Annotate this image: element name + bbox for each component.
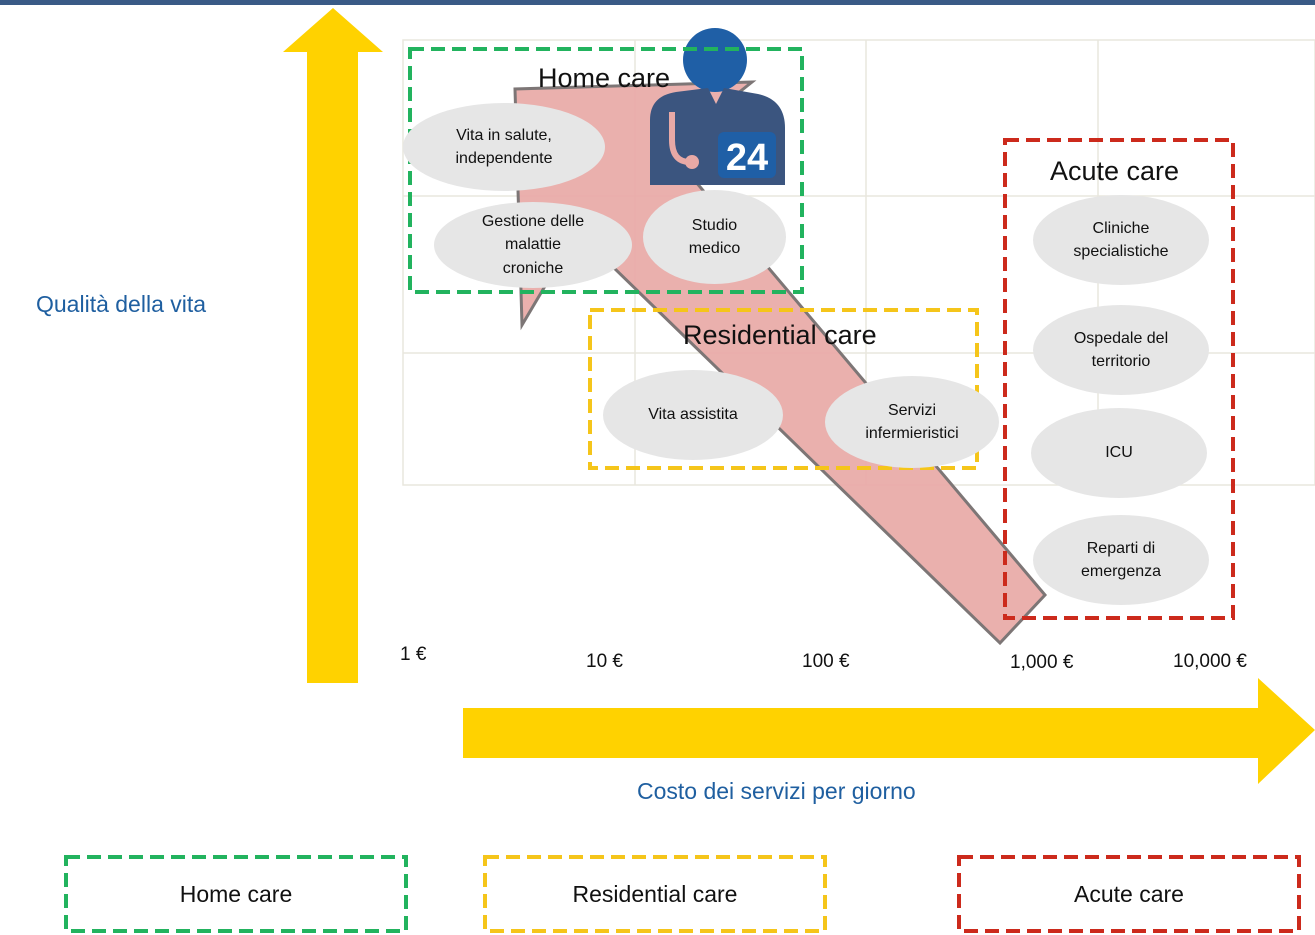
service-bubble-cliniche: Cliniche specialistiche <box>1033 195 1209 285</box>
legend-acute-care: Acute care <box>1074 880 1184 907</box>
legend-home-care: Home care <box>179 880 293 907</box>
home-care-box <box>408 47 804 294</box>
y-axis-arrow <box>283 8 383 683</box>
service-bubble-servizi-infermieristici: Servizi infermieristici <box>825 376 999 468</box>
legend-home-box <box>64 855 408 933</box>
legend-acute-box <box>957 855 1301 933</box>
acute-care-title: Acute care <box>1050 156 1180 186</box>
y-axis-label: Qualità della vita <box>36 291 207 317</box>
service-bubble-gestione-malattie: Gestione delle malattie croniche <box>434 202 632 288</box>
x-axis-arrow <box>463 678 1315 784</box>
top-bar <box>0 0 1315 5</box>
residential-care-box <box>588 308 979 470</box>
service-bubble-vita-assistita: Vita assistita <box>603 370 783 460</box>
service-bubble-reparti: Reparti di emergenza <box>1033 515 1209 605</box>
service-bubble-vita-in-salute: Vita in salute, independente <box>403 103 605 191</box>
x-axis-label: Costo dei servizi per giorno <box>637 778 916 804</box>
residential-care-title: Residential care <box>683 320 877 350</box>
legend-residential-care: Residential care <box>572 880 738 907</box>
legend-residential-box <box>483 855 827 933</box>
tick-label: 10,000 € <box>1173 651 1247 672</box>
service-bubble-studio-medico: Studio medico <box>643 190 786 284</box>
tick-label: 1,000 € <box>1010 652 1074 673</box>
tick-label: 1 € <box>400 644 427 665</box>
service-bubble-ospedale: Ospedale del territorio <box>1033 305 1209 395</box>
tick-label: 10 € <box>586 651 623 672</box>
acute-care-box <box>1003 138 1235 620</box>
home-care-title: Home care <box>538 63 671 93</box>
service-bubble-icu: ICU <box>1031 408 1207 498</box>
logo-24-text: 24 <box>726 137 768 179</box>
doctor-24-logo: 24 <box>650 28 785 185</box>
tick-label: 100 € <box>802 651 850 672</box>
